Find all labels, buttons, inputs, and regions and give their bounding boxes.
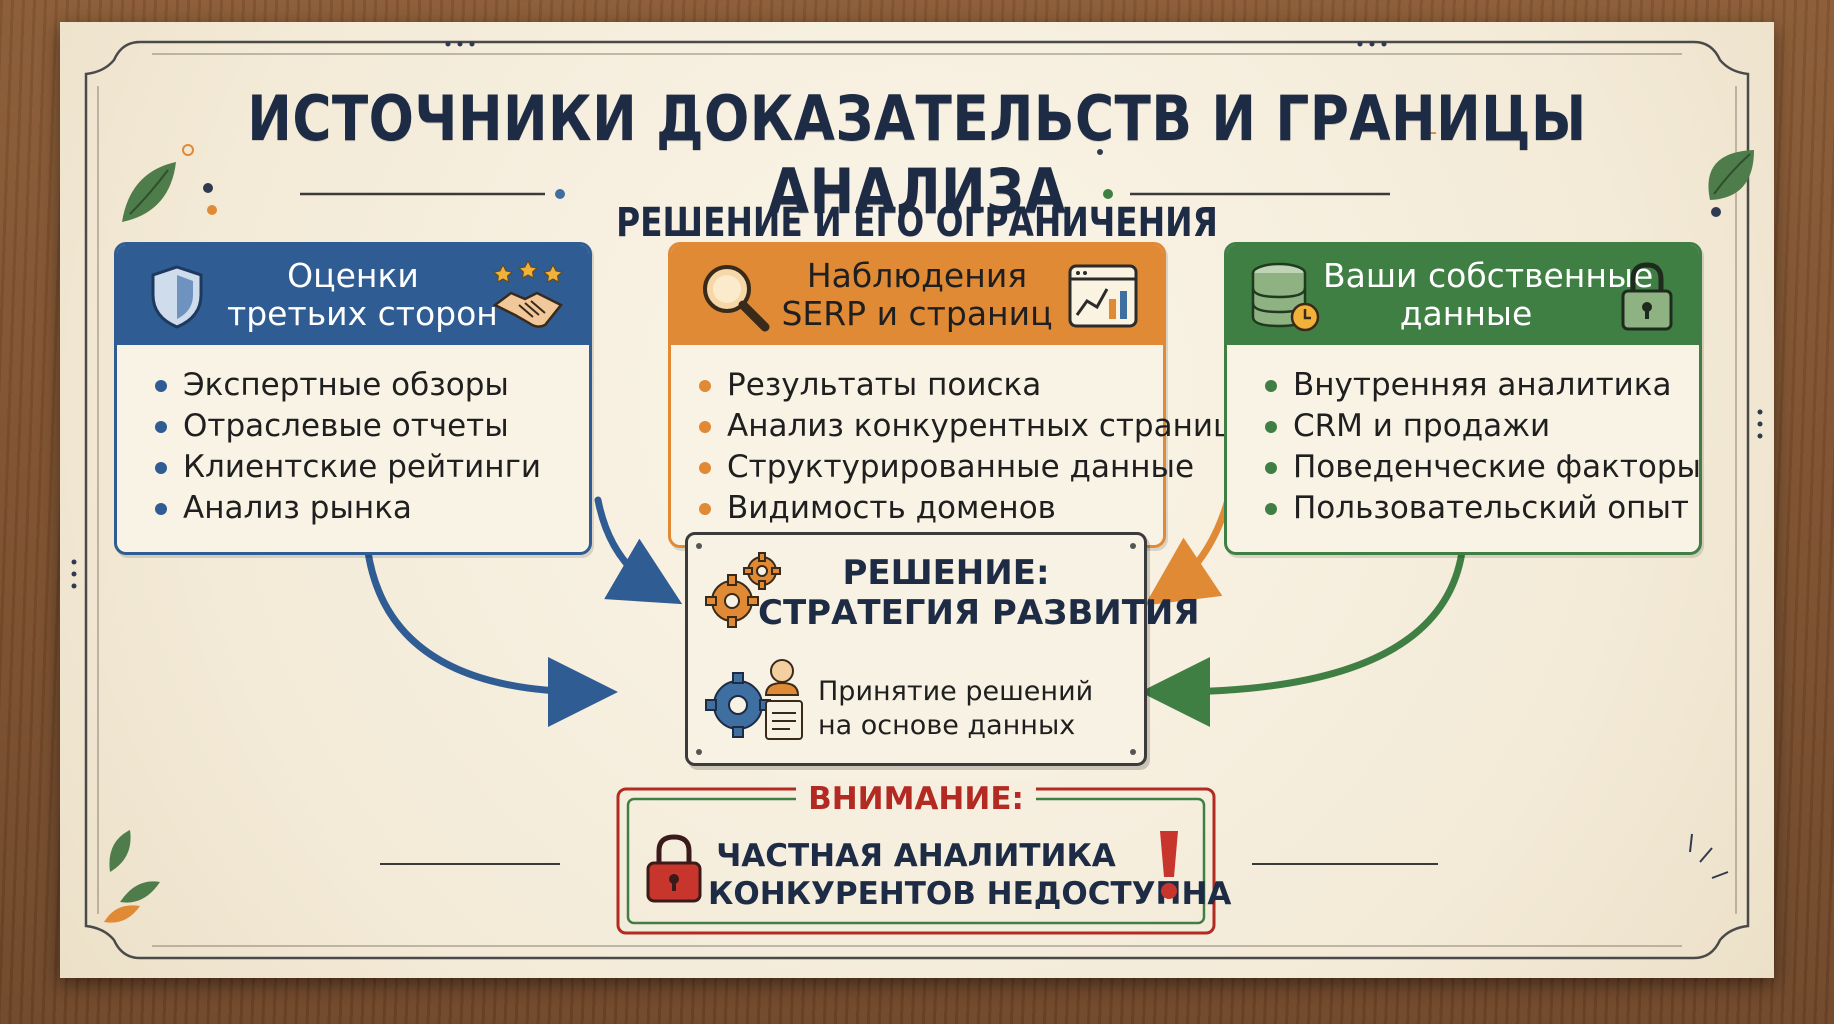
list-item-text: CRM и продажи xyxy=(1293,408,1551,444)
warning-label-text: ВНИМАНИЕ: xyxy=(796,781,1036,817)
list-item: Пользовательский опыт xyxy=(1265,488,1701,529)
bullet xyxy=(155,379,167,392)
card-title: Оценки третьих сторон xyxy=(227,256,498,333)
subtitle: РЕШЕНИЕ И ЕГО ОГРАНИЧЕНИЯ xyxy=(616,200,1218,246)
padlock-icon xyxy=(1621,262,1673,331)
exclamation-icon xyxy=(1160,831,1178,899)
decision-title-line: СТРАТЕГИЯ РАЗВИТИЯ xyxy=(758,593,1200,633)
gear-user-icon xyxy=(705,659,803,740)
decision-sub-line: Принятие решений xyxy=(818,676,1094,707)
list-item: Структурированные данные xyxy=(699,447,1234,488)
database-icon xyxy=(1251,262,1320,332)
list-item-text: Анализ рынка xyxy=(183,490,412,526)
poster: + xyxy=(60,22,1774,978)
list-item: Анализ рынка xyxy=(155,488,541,529)
bullet xyxy=(699,461,711,474)
card-third-party: Оценки третьих сторон Экспертные обзоры … xyxy=(114,242,592,555)
list-item-text: Результаты поиска xyxy=(727,367,1042,403)
card-title-line: SERP и страниц xyxy=(781,294,1053,333)
list-item-text: Анализ конкурентных страниц xyxy=(727,408,1235,444)
list-item: Видимость доменов xyxy=(699,488,1234,529)
list-item: Внутренняя аналитика xyxy=(1265,365,1701,406)
main-title: ИСТОЧНИКИ ДОКАЗАТЕЛЬСТВ И ГРАНИЦЫ АНАЛИЗ… xyxy=(247,82,1587,228)
list-item: CRM и продажи xyxy=(1265,406,1701,447)
spark-decor xyxy=(1689,833,1729,879)
browser-chart-icon xyxy=(1068,264,1138,328)
leaf-decor-left xyxy=(122,162,176,222)
arrow-green xyxy=(1140,548,1466,727)
list-item-text: Структурированные данные xyxy=(727,449,1195,485)
list-item-text: Пользовательский опыт xyxy=(1293,490,1689,526)
corner-dot xyxy=(696,749,702,755)
card-header: Ваши собственные данные xyxy=(1227,245,1699,345)
card-title-line: Ваши собственные xyxy=(1323,256,1654,295)
corner-dot xyxy=(1130,543,1136,549)
arrow-blue-short xyxy=(594,496,683,605)
list-item-text: Экспертные обзоры xyxy=(183,367,509,403)
card-title-line: данные xyxy=(1399,294,1533,333)
bullet xyxy=(1265,502,1277,515)
warning-text: ЧАСТНАЯ АНАЛИТИКА КОНКУРЕНТОВ НЕДОСТУПНА xyxy=(708,837,1232,913)
list-item: Клиентские рейтинги xyxy=(155,447,541,488)
card-title: Ваши собственные данные xyxy=(1323,256,1654,333)
warning-label: ВНИМАНИЕ: xyxy=(618,781,1214,817)
card-list: Результаты поиска Анализ конкурентных ст… xyxy=(699,365,1234,529)
bullet xyxy=(699,420,711,433)
card-list: Экспертные обзоры Отраслевые отчеты Клие… xyxy=(155,365,541,529)
card-title-line: третьих сторон xyxy=(227,294,498,333)
decision-subtext: Принятие решений на основе данных xyxy=(818,675,1093,743)
list-item-text: Клиентские рейтинги xyxy=(183,449,542,485)
gears-icon xyxy=(705,552,781,628)
card-serp: Наблюдения SERP и страниц Результаты пои… xyxy=(668,242,1234,548)
list-item: Анализ конкурентных страниц xyxy=(699,406,1234,447)
card-title: Наблюдения SERP и страниц xyxy=(781,257,1053,333)
bullet xyxy=(155,461,167,474)
shield-icon xyxy=(151,265,203,329)
bullet xyxy=(155,420,167,433)
warning-text-line: КОНКУРЕНТОВ НЕДОСТУПНА xyxy=(708,876,1232,912)
bullet xyxy=(699,502,711,515)
card-title-line: Оценки xyxy=(287,256,419,295)
list-item: Результаты поиска xyxy=(699,365,1234,406)
bullet xyxy=(1265,420,1277,433)
decision-title-line: РЕШЕНИЕ: xyxy=(842,553,1050,593)
arrow-blue-long xyxy=(364,548,618,727)
list-item: Поведенческие факторы xyxy=(1265,447,1701,488)
leaf-decor-right xyxy=(1708,150,1754,200)
red-padlock-icon xyxy=(646,834,702,903)
bullet xyxy=(1265,461,1277,474)
bullet xyxy=(155,502,167,515)
leaf-decor-bottom-left xyxy=(104,830,160,923)
corner-dot xyxy=(1130,749,1136,755)
list-item-text: Отраслевые отчеты xyxy=(183,408,509,444)
decision-box: РЕШЕНИЕ: СТРАТЕГИЯ РАЗВИТИЯ Принятие реш… xyxy=(685,532,1200,766)
card-header: Оценки третьих сторон xyxy=(117,245,589,345)
list-item-text: Внутренняя аналитика xyxy=(1293,367,1672,403)
warning-box: ВНИМАНИЕ: ЧАСТНАЯ АНАЛИТИКА КОНКУРЕНТОВ … xyxy=(618,781,1232,933)
list-item-text: Видимость доменов xyxy=(727,490,1056,526)
corner-dot xyxy=(696,543,702,549)
list-item: Экспертные обзоры xyxy=(155,365,541,406)
list-item: Отраслевые отчеты xyxy=(155,406,541,447)
handshake-stars-icon xyxy=(492,259,564,328)
list-item-text: Поведенческие факторы xyxy=(1293,449,1702,485)
card-title-line: Наблюдения xyxy=(806,256,1028,295)
warning-text-line: ЧАСТНАЯ АНАЛИТИКА xyxy=(716,838,1116,874)
decision-sub-line: на основе данных xyxy=(818,710,1076,741)
card-header: Наблюдения SERP и страниц xyxy=(671,245,1163,345)
bullet xyxy=(699,379,711,392)
magnifier-icon xyxy=(703,265,770,332)
card-own-data: Ваши собственные данные Внутренняя анали… xyxy=(1224,242,1702,555)
card-list: Внутренняя аналитика CRM и продажи Повед… xyxy=(1265,365,1701,529)
bullet xyxy=(1265,379,1277,392)
decision-title: РЕШЕНИЕ: СТРАТЕГИЯ РАЗВИТИЯ xyxy=(758,553,1200,633)
